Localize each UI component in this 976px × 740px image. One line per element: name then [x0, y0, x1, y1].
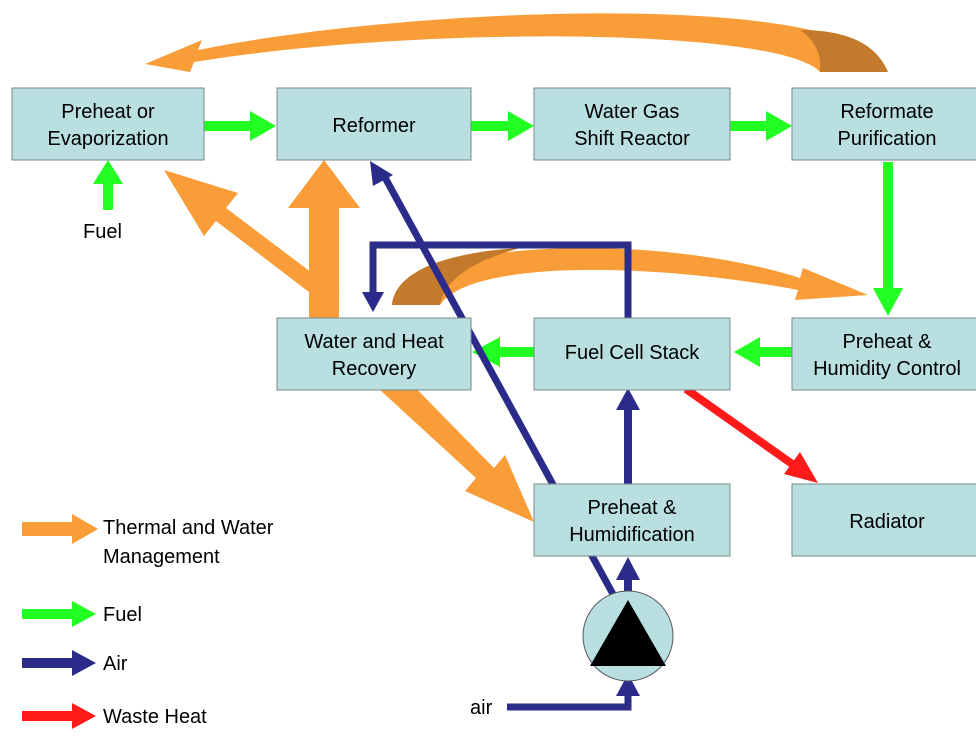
fuel-input-arrow: [93, 160, 123, 210]
fuel-arrow-to-reformer: [204, 111, 276, 141]
node-preheat-evaporization: Preheat or Evaporization: [11, 87, 205, 161]
legend-thermal-label-line2: Management: [103, 546, 220, 568]
svg-text:Fuel Cell Stack: Fuel Cell Stack: [565, 342, 700, 364]
air-input-line: [507, 674, 640, 711]
legend-waste-heat-swatch: [22, 703, 96, 729]
thermal-arrow-to-reformer: [288, 160, 360, 318]
svg-text:Preheat &: Preheat &: [843, 331, 933, 353]
svg-text:Water Gas: Water Gas: [585, 101, 680, 123]
thermal-recycle-arrow-mid-shade: [392, 248, 520, 305]
air-reformer-arrowhead: [370, 161, 393, 186]
legend-thermal-label-line1: Thermal and Water: [103, 517, 274, 539]
svg-text:Reformer: Reformer: [332, 115, 416, 137]
thermal-recycle-arrow-mid: [392, 247, 868, 305]
svg-text:Evaporization: Evaporization: [47, 128, 168, 150]
thermal-arrow-to-humidification: [380, 372, 534, 522]
node-preheat-humidification: Preheat & Humidification: [533, 483, 731, 557]
fuel-arrow-stack-to-recovery: [472, 337, 534, 367]
node-fuel-cell-stack: Fuel Cell Stack: [533, 317, 731, 391]
air-loop-stack-to-recovery: [369, 241, 632, 318]
legend-waste-heat-label: Waste Heat: [103, 706, 207, 728]
node-radiator: Radiator: [791, 483, 976, 557]
svg-text:Purification: Purification: [838, 128, 937, 150]
svg-text:Humidification: Humidification: [569, 524, 695, 546]
legend: Thermal and Water Management Fuel Air Wa…: [22, 514, 274, 729]
svg-text:Reformate: Reformate: [840, 101, 933, 123]
node-reformate-purification: Reformate Purification: [791, 87, 976, 161]
svg-text:Water and Heat: Water and Heat: [304, 331, 444, 353]
fuel-arrow-to-wgs: [471, 111, 534, 141]
thermal-arrow-to-preheat: [164, 170, 340, 302]
legend-air-swatch: [22, 650, 96, 676]
svg-text:Shift Reactor: Shift Reactor: [574, 128, 690, 150]
node-reformer: Reformer: [276, 87, 472, 161]
legend-fuel-swatch: [22, 601, 96, 627]
fuel-input-label: Fuel: [83, 221, 122, 243]
air-arrow-humidification-to-stack: [616, 388, 640, 484]
thermal-recycle-arrow-top-shade: [800, 30, 888, 72]
svg-text:Preheat or: Preheat or: [61, 101, 155, 123]
node-water-gas-shift-reactor: Water Gas Shift Reactor: [533, 87, 731, 161]
air-input-label: air: [470, 697, 493, 719]
thermal-recycle-arrow-top: [145, 13, 888, 72]
node-water-and-heat-recovery: Water and Heat Recovery: [276, 317, 472, 391]
legend-air-label: Air: [103, 653, 128, 675]
air-loop-arrowhead: [362, 292, 384, 312]
legend-thermal-swatch: [22, 514, 98, 544]
node-preheat-humidity-control: Preheat & Humidity Control: [791, 317, 976, 391]
air-arrow-pump-to-humidification: [616, 557, 640, 600]
fuel-arrow-humidity-to-stack: [734, 337, 792, 367]
svg-text:Preheat &: Preheat &: [588, 497, 678, 519]
air-pump: [582, 590, 674, 682]
svg-text:Humidity Control: Humidity Control: [813, 358, 961, 380]
pump-triangle-icon: [590, 600, 666, 666]
svg-text:Radiator: Radiator: [849, 511, 925, 533]
legend-fuel-label: Fuel: [103, 604, 142, 626]
fuel-arrow-to-purification: [730, 111, 792, 141]
fuel-arrow-purification-to-humidity: [873, 162, 903, 316]
waste-heat-arrow: [683, 385, 818, 483]
svg-text:Recovery: Recovery: [332, 358, 416, 380]
